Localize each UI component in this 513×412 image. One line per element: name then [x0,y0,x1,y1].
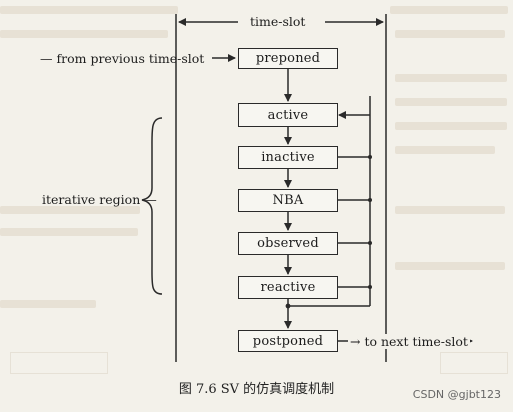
junction-dot [368,198,372,202]
junction-dot [368,155,372,159]
junction-dot [368,241,372,245]
region-box-postponed: postponed [238,330,338,352]
bg-text-line [395,74,507,82]
junction-dot [368,285,372,289]
bg-text-line [395,146,495,154]
bg-text-line [395,30,505,38]
region-box-inactive: inactive [238,146,338,169]
bg-text-line [390,6,508,14]
iterative-region-bracket [141,117,163,295]
iterative-region-text: iterative region [42,192,141,207]
bg-text-line [395,206,505,214]
to-next-label: → to next time-slot [348,334,470,349]
bg-text-line [395,262,505,270]
watermark: CSDN @gjbt123 [412,388,501,401]
from-previous-label: — from previous time-slot [40,51,205,66]
bg-text-line [0,228,138,236]
bg-text-line [0,206,140,214]
region-box-active: active [238,103,338,127]
bg-text-line [395,122,507,130]
iterative-region-label: iterative region — [42,192,157,207]
region-box-nba: NBA [238,189,338,212]
junction-dot [285,303,291,309]
region-box-reactive: reactive [238,276,338,299]
from-previous-text: from previous time-slot [56,51,205,66]
bg-text-line [0,300,96,308]
region-box-observed: observed [238,232,338,255]
bg-text-line [0,30,168,38]
to-next-text: to next time-slot [364,334,468,349]
region-box-preponed: preponed [238,48,338,69]
bg-box [10,352,108,374]
figure-caption: 图 7.6 SV 的仿真调度机制 [178,382,335,397]
bg-text-line [395,98,507,106]
timeslot-label: time-slot [248,14,308,29]
bg-text-line [0,6,178,14]
bg-box [440,352,508,374]
